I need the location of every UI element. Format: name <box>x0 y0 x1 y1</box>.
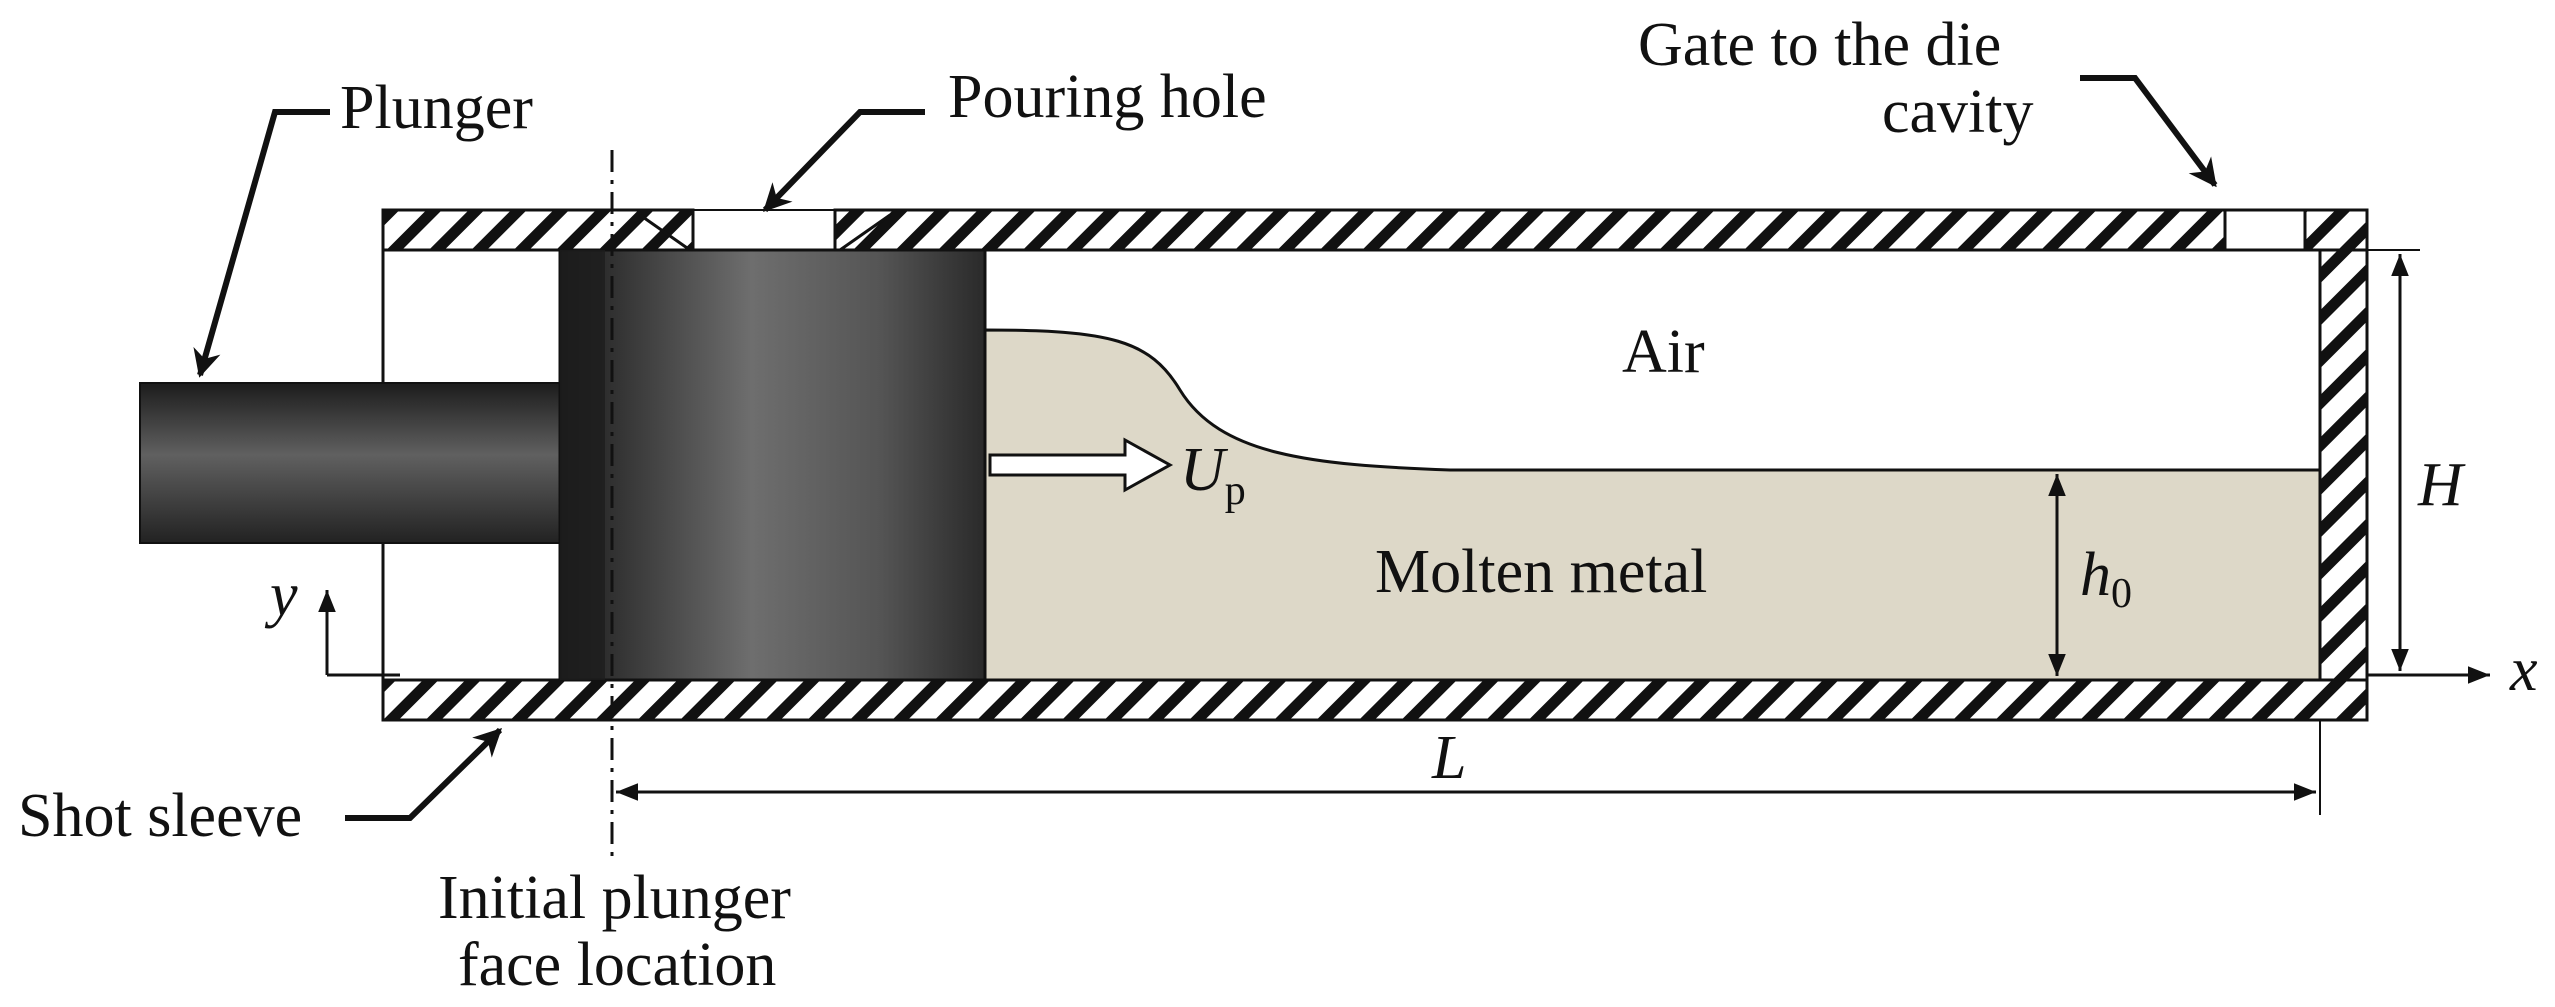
top-wall-right <box>2303 208 2369 252</box>
height-metal-symbol: h0 <box>2080 541 2132 617</box>
plunger-label: Plunger <box>340 74 533 142</box>
height-total-symbol: H <box>2417 451 2466 519</box>
length-symbol: L <box>1431 724 1466 792</box>
shot-sleeve-label: Shot sleeve <box>18 782 302 850</box>
bottom-wall <box>381 678 2369 722</box>
gate-opening <box>2223 210 2307 250</box>
molten-metal-region <box>983 328 2322 682</box>
velocity-symbol: Up <box>1180 436 1246 514</box>
gate-leader <box>2080 75 2218 188</box>
top-wall-middle <box>833 208 2227 252</box>
velocity-arrow <box>988 437 1174 493</box>
air-label: Air <box>1622 318 1705 386</box>
initial-plunger-label-line1: Initial plunger <box>438 864 791 932</box>
pouring-hole <box>691 210 837 250</box>
plunger-head <box>558 248 987 682</box>
end-wall <box>2318 248 2369 722</box>
gate-label-line1: Gate to the die <box>1638 11 2001 79</box>
pouring-hole-label: Pouring hole <box>948 63 1267 131</box>
plunger-leader <box>193 109 330 378</box>
top-wall-left <box>381 208 695 252</box>
gate-label-line2: cavity <box>1882 78 2034 146</box>
y-axis-symbol: y <box>264 561 298 629</box>
shot-sleeve-leader <box>345 727 503 821</box>
plunger-rod <box>139 382 561 544</box>
molten-metal-label: Molten metal <box>1375 538 1707 606</box>
pouring-hole-leader <box>762 109 925 213</box>
x-axis-symbol: x <box>2509 636 2538 704</box>
initial-plunger-label-line2: face location <box>458 931 776 999</box>
